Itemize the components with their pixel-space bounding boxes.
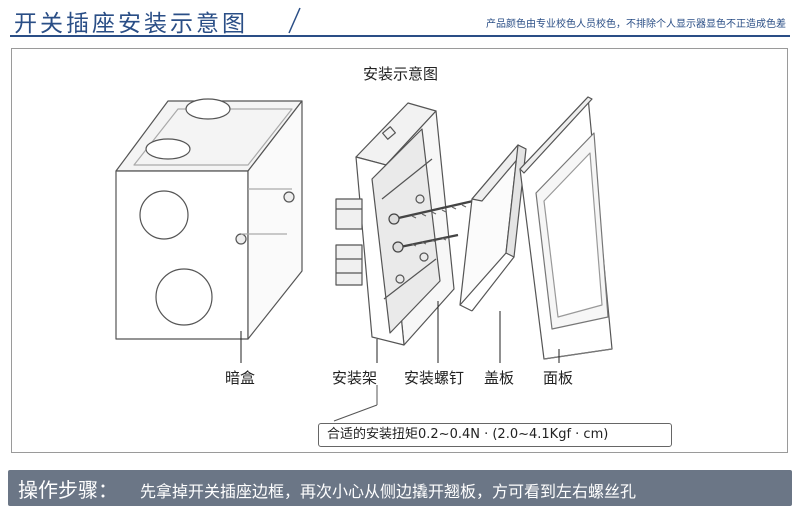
diagram-title: 安装示意图: [362, 65, 438, 83]
page-title: 开关插座安装示意图: [14, 11, 248, 37]
junction-box-drawing: [115, 98, 303, 340]
cover-plate-drawing: [459, 144, 527, 312]
header-divider: [10, 35, 790, 37]
steps-label: 操作步骤：: [18, 478, 118, 502]
label-mounting-frame: 安装架: [332, 369, 378, 387]
steps-text: 先拿掉开关插座边框，再次小心从侧边撬开翘板，方可看到左右螺丝孔: [140, 482, 637, 501]
steps-bar: 操作步骤： 先拿掉开关插座边框，再次小心从侧边撬开翘板，方可看到左右螺丝孔: [8, 470, 792, 506]
label-mounting-screw: 安装螺钉: [404, 369, 465, 387]
label-cover-plate: 盖板: [484, 369, 515, 387]
leader-lines: [240, 301, 560, 422]
mounting-screws-drawing: [388, 197, 483, 253]
color-disclaimer: 产品颜色由专业校色人员校色，不排除个人显示器显色不正造成色差: [486, 19, 786, 30]
title-slash-decoration: [288, 7, 301, 34]
diagram-frame: 安装示意图: [11, 48, 788, 453]
installation-drawing: [115, 96, 613, 422]
mounting-frame-drawing: [335, 102, 455, 346]
torque-note: 合适的安装扭矩0.2~0.4N · (2.0~4.1Kgf · cm): [318, 423, 672, 447]
face-panel-drawing: [519, 96, 613, 360]
label-face-panel: 面板: [543, 369, 574, 387]
label-junction-box: 暗盒: [225, 369, 256, 387]
page-header: 开关插座安装示意图 产品颜色由专业校色人员校色，不排除个人显示器显色不正造成色差: [0, 0, 800, 40]
